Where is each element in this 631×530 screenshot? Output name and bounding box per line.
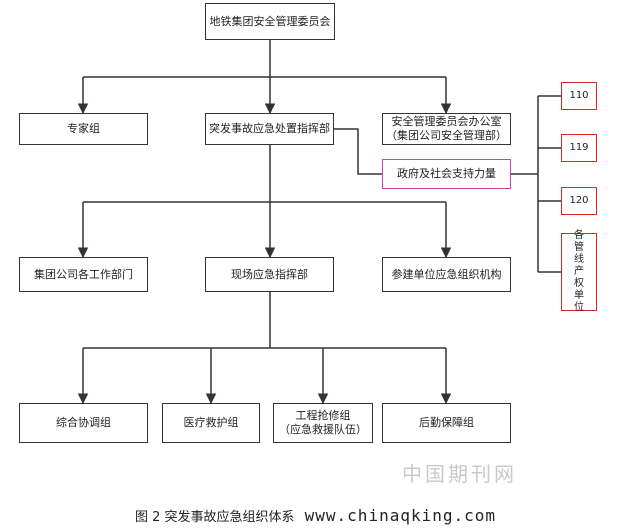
node-pipeline-owners-char: 线 bbox=[574, 254, 584, 265]
node-engineering-group-label: 工程抢修组 bbox=[295, 409, 351, 422]
node-medical-group: 医疗救护组 bbox=[162, 403, 260, 443]
node-pipeline-owners-char: 单 bbox=[574, 290, 584, 301]
watermark: 中国期刊网 bbox=[402, 462, 517, 486]
node-group-departments-label: 集团公司各工作部门 bbox=[34, 267, 133, 281]
figure-caption-title: 图 2 突发事故应急组织体系 bbox=[134, 510, 295, 525]
connector-command-government bbox=[334, 128, 382, 175]
node-emergency-command: 突发事故应急处置指挥部 bbox=[205, 113, 334, 145]
figure-caption: 图 2 突发事故应急组织体系 www.chinaqking.com bbox=[0, 506, 631, 525]
node-site-command-label: 现场应急指挥部 bbox=[231, 267, 308, 281]
node-pipeline-owners-char: 各 bbox=[574, 230, 584, 241]
node-hotline-110: 110 bbox=[561, 82, 597, 110]
node-contractor-organizations: 参建单位应急组织机构 bbox=[382, 257, 511, 292]
node-medical-group-label: 医疗救护组 bbox=[183, 416, 239, 429]
node-hotline-119-label: 119 bbox=[569, 142, 589, 153]
node-expert-group: 专家组 bbox=[19, 113, 148, 145]
node-engineering-group: 工程抢修组 （应急救援队伍） bbox=[273, 403, 373, 443]
node-hotline-110-label: 110 bbox=[569, 90, 589, 101]
node-hotline-119: 119 bbox=[561, 134, 597, 162]
node-pipeline-owners-char: 权 bbox=[574, 278, 584, 289]
node-pipeline-owners-char: 位 bbox=[574, 302, 584, 313]
node-pipeline-owners: 各 管 线 产 权 单 位 bbox=[561, 230, 597, 313]
node-committee-office: 安全管理委员会办公室 （集团公司安全管理部） bbox=[382, 113, 511, 145]
node-coordination-group-label: 综合协调组 bbox=[56, 416, 111, 429]
node-hotline-120: 120 bbox=[561, 187, 597, 215]
node-hotline-120-label: 120 bbox=[569, 195, 589, 206]
node-safety-committee-label: 地铁集团安全管理委员会 bbox=[209, 14, 331, 28]
node-logistics-group-label: 后勤保障组 bbox=[419, 416, 474, 429]
node-safety-committee: 地铁集团安全管理委员会 bbox=[205, 3, 335, 40]
figure-caption-url: www.chinaqking.com bbox=[304, 506, 497, 525]
node-logistics-group: 后勤保障组 bbox=[382, 403, 511, 443]
node-pipeline-owners-char: 产 bbox=[574, 266, 584, 277]
node-committee-office-label: 安全管理委员会办公室 bbox=[391, 115, 502, 128]
node-government-support-label: 政府及社会支持力量 bbox=[397, 167, 496, 180]
node-contractor-organizations-label: 参建单位应急组织机构 bbox=[391, 267, 502, 281]
node-emergency-command-label: 突发事故应急处置指挥部 bbox=[209, 122, 330, 135]
node-government-support: 政府及社会支持力量 bbox=[382, 159, 511, 189]
node-expert-group-label: 专家组 bbox=[67, 122, 100, 135]
node-coordination-group: 综合协调组 bbox=[19, 403, 148, 443]
node-pipeline-owners-char: 管 bbox=[574, 242, 584, 253]
node-group-departments: 集团公司各工作部门 bbox=[19, 257, 148, 292]
node-site-command: 现场应急指挥部 bbox=[205, 257, 334, 292]
node-committee-office-sublabel: （集团公司安全管理部） bbox=[386, 129, 507, 142]
node-engineering-group-sublabel: （应急救援队伍） bbox=[279, 423, 367, 436]
